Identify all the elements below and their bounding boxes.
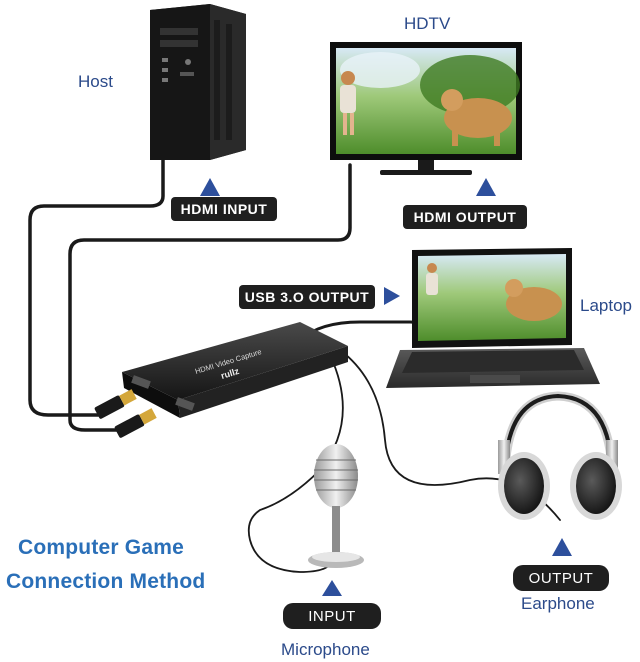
earphone-label: Earphone xyxy=(521,594,595,613)
usb-output-badge: USB 3.O OUTPUT xyxy=(239,285,375,309)
audio-output-badge: OUTPUT xyxy=(513,565,609,591)
title-line-2: Connection Method xyxy=(6,570,206,593)
hdtv xyxy=(330,42,522,175)
laptop xyxy=(386,248,600,388)
arrows xyxy=(200,178,572,596)
microphone-cable xyxy=(247,354,344,573)
headphones xyxy=(498,391,622,520)
hdmi-input-badge: HDMI INPUT xyxy=(171,197,277,221)
title-line-1: Computer Game xyxy=(18,536,184,559)
capture-device: HDMI Video Capture rullz xyxy=(122,322,348,418)
host-label: Host xyxy=(78,72,113,91)
earphone-arrow xyxy=(552,538,572,556)
microphone-stand xyxy=(308,444,364,568)
hdmi-input-cable xyxy=(28,156,165,417)
hdmi-plugs xyxy=(94,389,157,438)
hdmi-output-badge: HDMI OUTPUT xyxy=(403,205,527,229)
microphone-arrow xyxy=(322,580,342,596)
hdmi-output-cable xyxy=(68,163,352,432)
hdmi-input-arrow xyxy=(200,178,220,196)
hdmi-output-arrow xyxy=(476,178,496,196)
microphone-label: Microphone xyxy=(281,640,370,659)
hdtv-label: HDTV xyxy=(404,14,451,33)
audio-input-badge: INPUT xyxy=(283,603,381,629)
host-computer xyxy=(150,4,246,160)
laptop-label: Laptop xyxy=(580,296,632,315)
usb-output-arrow xyxy=(384,287,400,305)
